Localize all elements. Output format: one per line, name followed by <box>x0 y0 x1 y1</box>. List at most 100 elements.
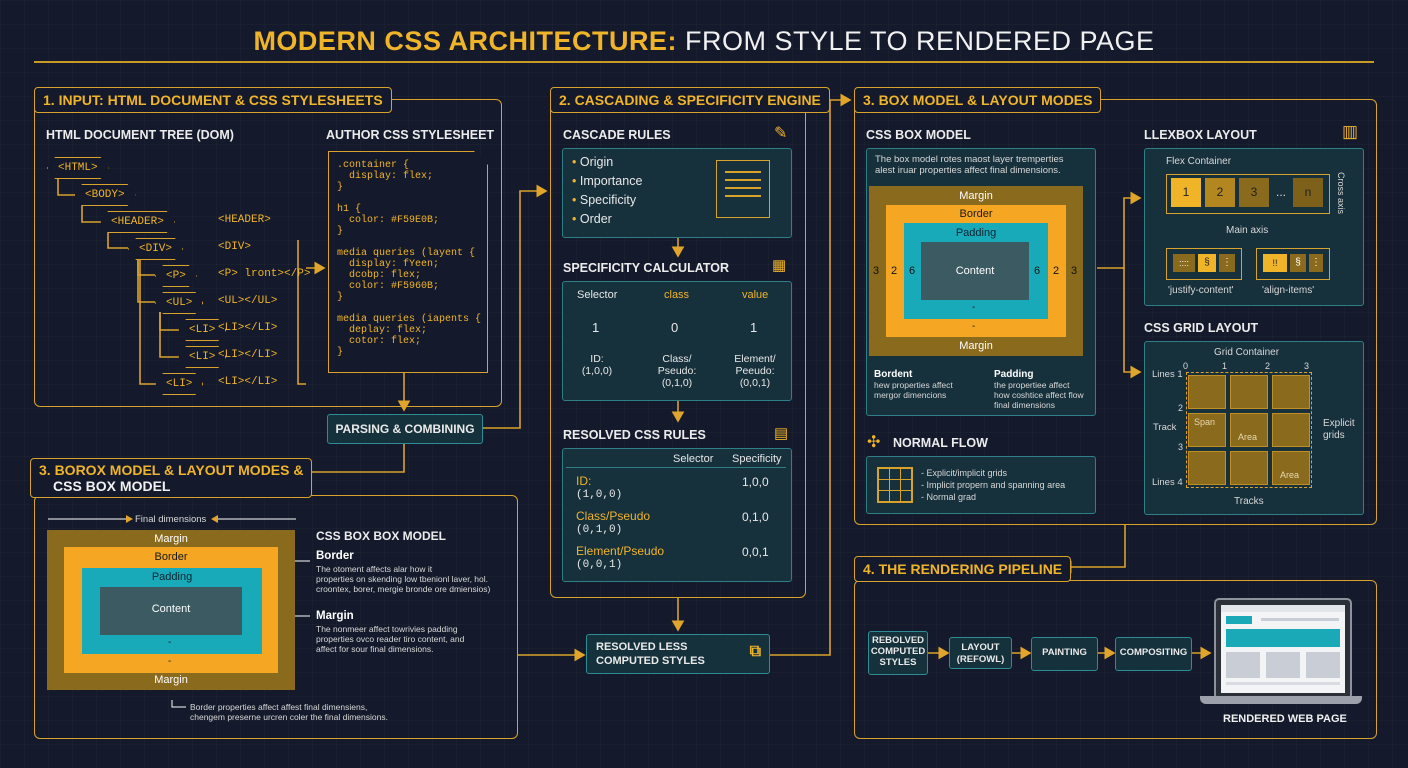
grid-cell <box>1188 451 1226 485</box>
resolved-header-divider <box>566 467 786 468</box>
grid-tracks-label: Tracks <box>1234 496 1264 507</box>
justify-glyph: :::: <box>1173 254 1195 272</box>
resolved-row-value: 1,0,0 <box>742 475 769 489</box>
computed-styles-label: RESOLVED LESS COMPUTED STYLES <box>596 641 705 667</box>
resolved-row-value: 0,0,1 <box>742 545 769 559</box>
padding-dash: - <box>168 637 172 648</box>
margin-label-bottom: Margin <box>154 674 188 686</box>
css-code-line: } <box>337 226 344 237</box>
input-panel-label: 1. INPUT: HTML DOCUMENT & CSS STYLESHEET… <box>34 87 392 113</box>
explicit-grids-label: Explicit grids <box>1323 418 1355 441</box>
dom-node-li: <LI> <box>155 373 203 395</box>
normal-flow-title: NORMAL FLOW <box>893 436 988 450</box>
area-label: Area <box>1238 432 1258 442</box>
resolved-row-sub: (0,1,0) <box>576 524 623 536</box>
node-label-header: <HEADER> <box>218 214 271 226</box>
dom-node-html: <HTML> <box>47 157 109 179</box>
css-code-line: display: flex; <box>337 171 434 182</box>
calculator-icon: ▦ <box>772 257 787 274</box>
content-label: Content <box>955 265 995 277</box>
flexbox-title: LLEXBOX LAYOUT <box>1144 128 1257 142</box>
content-box <box>100 587 242 635</box>
flex-item: 3 <box>1239 178 1269 207</box>
pipeline-step-compositing: COMPOSITING <box>1115 637 1192 671</box>
laptop-base <box>1200 696 1362 704</box>
title-highlight: MODERN CSS ARCHITECTURE: <box>253 26 677 56</box>
grid-row-line: 3 <box>1178 442 1184 452</box>
css-code-line: } <box>337 347 344 358</box>
title-rest: FROM STYLE TO RENDERED PAGE <box>684 26 1155 56</box>
resolved-header-specificity: Specificity <box>732 453 782 465</box>
justify-content-demo: :::: § ⋮ <box>1166 248 1242 280</box>
margin-label-bottom: Margin <box>959 340 993 352</box>
dom-node-ul: <UL> <box>155 292 203 314</box>
rendered-page-label: RENDERED WEB PAGE <box>1223 713 1347 725</box>
resolved-row-selector: Element/Pseudo <box>576 544 665 558</box>
specificity-calculator-box <box>562 281 792 401</box>
flex-item-ellipsis: ... <box>1275 185 1286 199</box>
border-label: Border <box>154 551 188 563</box>
padding-label: Padding <box>955 227 997 239</box>
parsing-combining-step: PARSING & COMBINING <box>327 414 483 444</box>
grid-cell <box>1230 375 1268 409</box>
calc-header-class: class <box>664 289 690 301</box>
margin-description: The nonmeer affect towrivies padding pro… <box>316 624 465 654</box>
final-dimensions-label: Final dimensions <box>135 514 207 525</box>
grid-col-line: 1 <box>1222 361 1228 371</box>
document-list-icon: ▤ <box>774 425 789 442</box>
label-line-1: 3. BOROX MODEL & LAYOUT MODES & <box>39 462 304 478</box>
grid-lines-bottom-label: Lines 4 <box>1152 477 1183 488</box>
node-label-div: <DIV> <box>218 241 252 253</box>
nav-bar <box>1261 618 1339 621</box>
resolved-row-selector: Class/Pseudo <box>576 509 651 523</box>
resolved-row-sub: (0,0,1) <box>576 559 623 571</box>
border-description: The otoment affects alar how it properti… <box>316 564 491 594</box>
grid-cell <box>1188 375 1226 409</box>
margin-label-top: Margin <box>959 190 993 202</box>
border-dash: - <box>972 321 976 332</box>
pipeline-step-computed: REBOLVED COMPUTED STYLES <box>868 631 928 675</box>
stylesheet-document-icon <box>716 160 770 218</box>
edit-document-icon: ✎ <box>774 125 788 142</box>
cascade-item: • Importance <box>572 174 643 188</box>
grid-container-label: Grid Container <box>1214 347 1280 358</box>
content-card <box>1306 652 1340 678</box>
grid-col-line: 0 <box>1183 361 1189 371</box>
code-file-icon: ⧉ <box>749 643 761 660</box>
flow-item: - Implicit propern and spanning area <box>921 480 1066 490</box>
cascade-engine-label: 2. CASCADING & SPECIFICITY ENGINE <box>550 87 830 113</box>
resolved-row-value: 0,1,0 <box>742 510 769 524</box>
box-model-footnote: Border properties affect affest final di… <box>190 702 388 722</box>
css-code-line: .container { <box>337 160 410 171</box>
grid-cell-span: Span <box>1188 413 1226 447</box>
title-rule <box>34 61 1374 63</box>
justify-glyph: ⋮ <box>1219 254 1235 272</box>
margin-width-right: 3 <box>1071 265 1078 277</box>
grid-track-label: Track <box>1153 422 1177 433</box>
margin-title: Margin <box>316 610 354 622</box>
css-code-block: .container { display: flex;} h1 { color:… <box>337 160 481 358</box>
resolved-rules-title: RESOLVED CSS RULES <box>563 428 706 442</box>
css-box-model-title: CSS BOX MODEL <box>866 128 971 142</box>
grid-cell <box>1272 375 1310 409</box>
content-card <box>1266 652 1300 678</box>
dom-node-body: <BODY> <box>74 184 136 206</box>
box-model-detail-label: 3. BOROX MODEL & LAYOUT MODES & CSS BOX … <box>30 458 313 498</box>
css-code-line: media queries (iapents { <box>337 314 482 325</box>
cascade-item-label: Order <box>579 212 612 226</box>
bordent-title: Bordent <box>874 369 913 380</box>
grid-col-line: 2 <box>1265 361 1271 371</box>
padding-dash: - <box>972 302 976 313</box>
css-code-line: color: #F5960B; <box>337 281 440 292</box>
node-label-p: <P> lront></P> <box>218 268 311 280</box>
css-code-line <box>337 193 481 204</box>
css-file-document: .container { display: flex;} h1 { color:… <box>328 151 488 373</box>
pipeline-step-layout: LAYOUT (REFOWL) <box>949 637 1012 669</box>
flow-item: - Normal grad <box>921 492 977 502</box>
specificity-element-caption: Element/ Peeudo: (0,0,1) <box>734 353 776 389</box>
box-model-description: The box model rotes maost layer trempert… <box>875 154 1064 176</box>
pipeline-step-painting: PAINTING <box>1031 637 1098 671</box>
site-logo <box>1226 616 1252 624</box>
css-code-line: color: #F59E0B; <box>337 215 440 226</box>
dom-node-div: <DIV> <box>128 238 183 260</box>
